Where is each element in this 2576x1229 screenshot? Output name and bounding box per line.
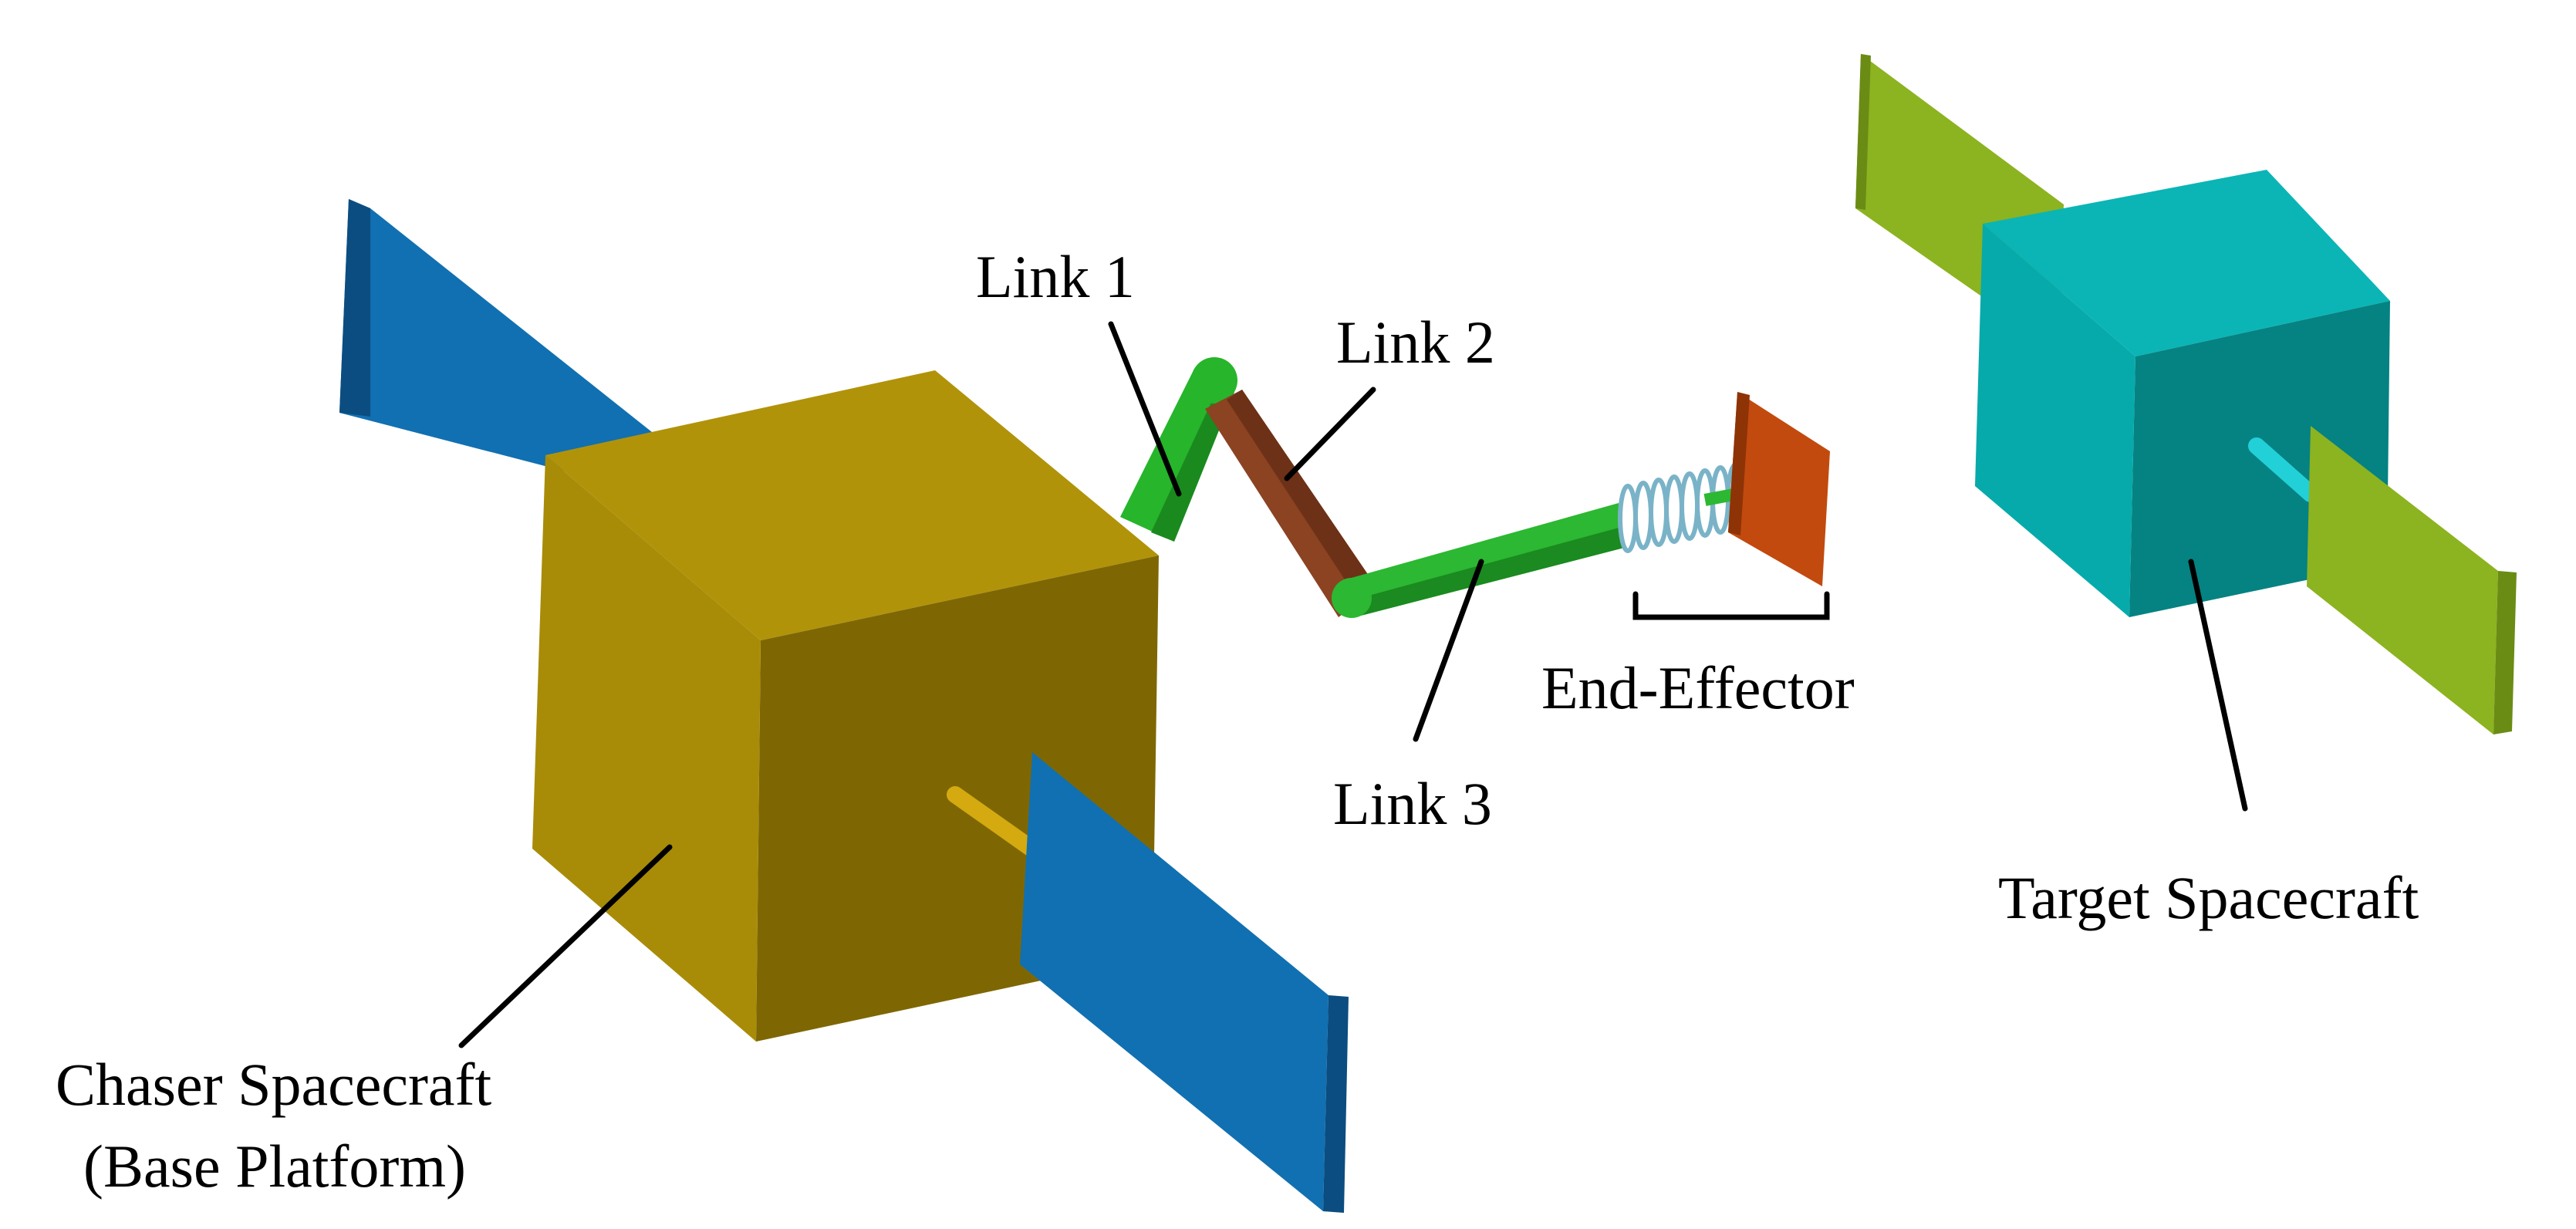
leader-lines	[458, 321, 2248, 1048]
chaser-solar-panel-back	[339, 199, 652, 494]
target-box-top	[1983, 170, 2390, 356]
end-effector-plate	[1728, 392, 1830, 586]
joint-2	[1332, 578, 1372, 618]
link-3-shade	[1352, 527, 1624, 617]
target-rod	[2248, 437, 2319, 502]
target-spacecraft	[1855, 54, 2517, 734]
leader-link-3	[1413, 559, 1484, 742]
label-link-2: Link 2	[1336, 309, 1495, 376]
chaser-solar-panel-front-edge	[1323, 995, 1349, 1213]
link-1-shape	[1120, 369, 1234, 542]
chaser-spacecraft	[339, 199, 1349, 1213]
chaser-rod	[947, 786, 1042, 859]
robotic-arm	[1120, 357, 1830, 618]
link-2-shade	[1227, 390, 1377, 602]
label-target-spacecraft: Target Spacecraft	[1998, 864, 2419, 931]
label-chaser-line-2: (Base Platform)	[83, 1133, 466, 1200]
label-link-3: Link 3	[1333, 770, 1492, 837]
target-solar-panel-front	[2307, 426, 2498, 734]
chaser-box-top	[545, 370, 1159, 640]
end-effector-bracket	[1632, 591, 1830, 620]
labels: Link 1 Link 2 End-Effector Link 3 Target…	[56, 243, 2419, 1200]
chaser-box-front	[532, 455, 761, 1042]
chaser-solar-panel-front	[1020, 752, 1329, 1211]
label-link-1: Link 1	[976, 243, 1135, 310]
target-solar-panel-front-edge	[2493, 571, 2517, 734]
chaser-solar-panel-back-edge	[339, 199, 370, 417]
end-effector-plate-edge	[1728, 392, 1750, 535]
leader-chaser	[458, 844, 673, 1048]
target-box-front	[1975, 224, 2135, 617]
target-solar-panel-back-edge	[1855, 54, 1871, 210]
label-end-effector: End-Effector	[1541, 654, 1855, 721]
link-1-shade	[1151, 386, 1234, 542]
label-chaser-line-1: Chaser Spacecraft	[56, 1051, 492, 1118]
leader-target	[2188, 559, 2248, 812]
leader-link-2	[1284, 387, 1376, 481]
leader-link-1	[1108, 321, 1182, 497]
joint-1	[1191, 357, 1237, 403]
